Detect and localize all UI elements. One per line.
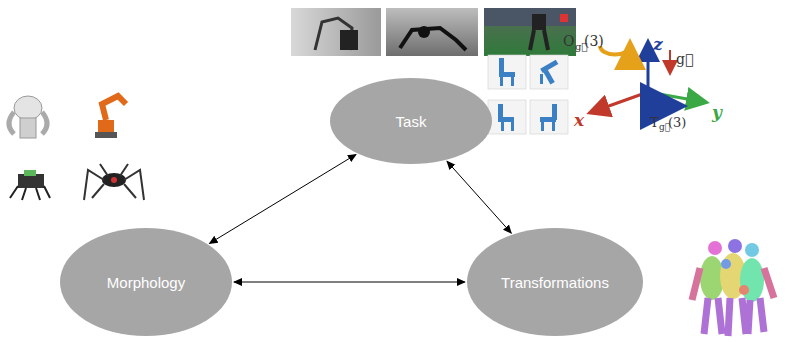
node-label: Task bbox=[396, 113, 427, 130]
node-label: Morphology bbox=[107, 274, 185, 291]
double-arrow bbox=[447, 161, 511, 233]
axis-label: O bbox=[563, 34, 574, 48]
axis-label: g⃗ bbox=[676, 52, 693, 66]
node-label: Transformations bbox=[501, 274, 609, 291]
axis-label: y bbox=[712, 104, 722, 121]
task-photos bbox=[291, 8, 576, 56]
ellipse-node: Morphology bbox=[60, 228, 232, 336]
double-arrow bbox=[234, 282, 465, 283]
voxel-chair-shapes bbox=[498, 58, 558, 131]
axis-label: T bbox=[650, 116, 659, 129]
ellipse-node: Task bbox=[330, 78, 492, 164]
axes-symbol bbox=[592, 44, 704, 112]
axis-label: (3) bbox=[584, 34, 604, 48]
axis-label: x bbox=[574, 112, 584, 129]
point-cloud-humans bbox=[692, 239, 774, 336]
robot-pictures bbox=[9, 96, 144, 200]
voxel-chairs bbox=[488, 55, 568, 134]
axis-label: (3) bbox=[668, 116, 686, 129]
axis-label: z bbox=[653, 36, 663, 53]
ellipse-node: Transformations bbox=[467, 228, 643, 336]
double-arrow bbox=[210, 154, 356, 243]
